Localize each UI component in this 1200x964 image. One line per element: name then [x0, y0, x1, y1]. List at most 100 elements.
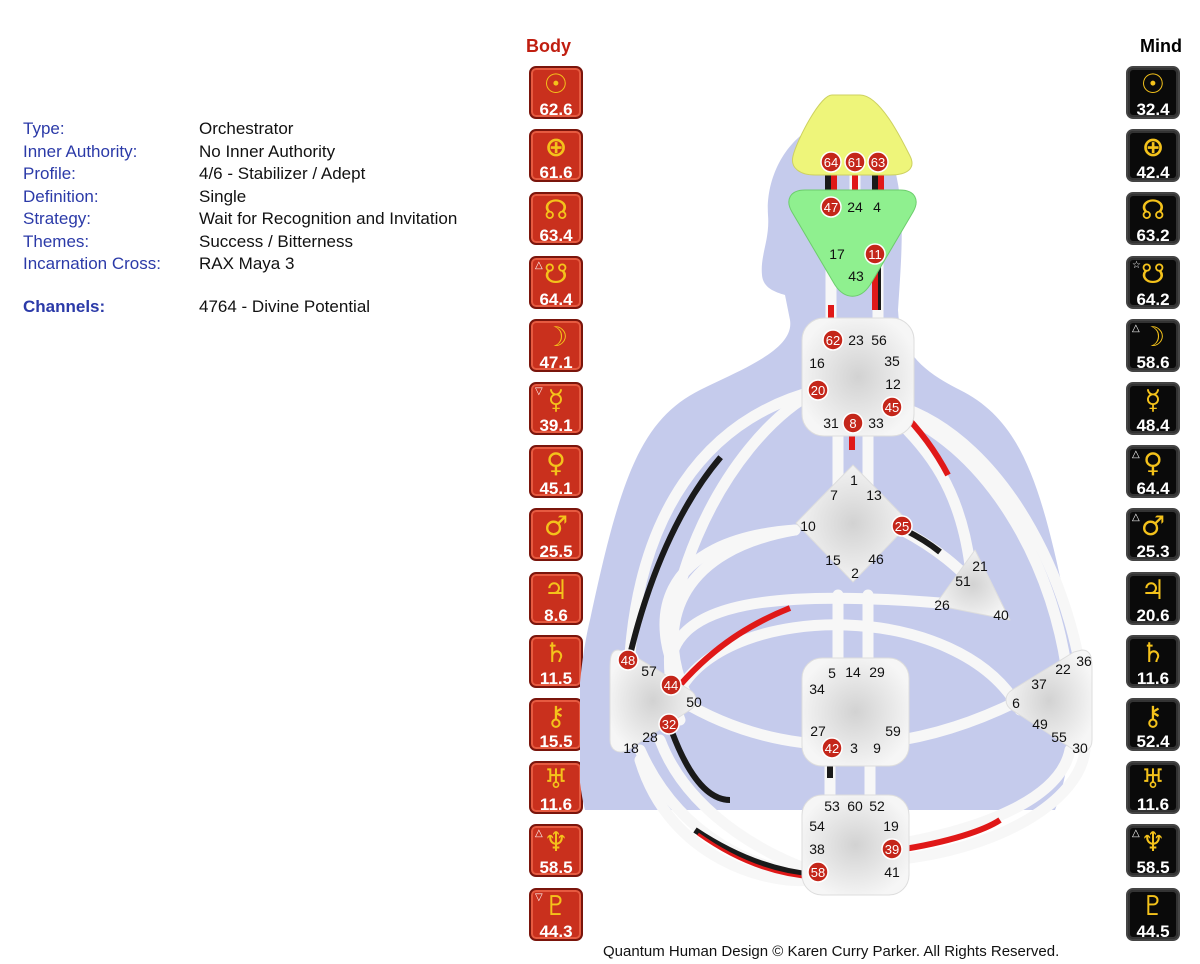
mars-icon: ♂: [543, 511, 569, 543]
south-node-icon: ☋: [1141, 258, 1165, 290]
gate-51: 51: [955, 573, 971, 589]
chiron-icon: ⚷: [546, 701, 566, 732]
body-planet-venus: ♀45.1: [529, 445, 583, 499]
gate-activation-circle: [820, 196, 842, 218]
planet-value: 64.4: [1136, 479, 1170, 499]
gate-48: 48: [617, 649, 639, 671]
gate-18: 18: [623, 740, 639, 756]
mind-planet-saturn: ♄11.6: [1126, 634, 1180, 688]
gate-52: 52: [869, 798, 885, 814]
gate-number: 56: [871, 332, 887, 348]
gate-1: 1: [850, 472, 858, 488]
inner-authority-label: Inner Authority:: [23, 141, 138, 161]
planet-value: 20.6: [1136, 605, 1170, 625]
gate-26: 26: [934, 597, 950, 613]
body-planet-north-node: ☊63.4: [529, 192, 583, 246]
saturn-icon: ♄: [543, 637, 569, 669]
gate-39: 39: [881, 838, 903, 860]
mind-planet-sun: ☉32.4: [1126, 66, 1180, 119]
exaltation-mark: ▽: [535, 386, 543, 397]
gate-number: 31: [823, 415, 839, 431]
heart-center: [934, 549, 1011, 621]
gate-63: 63: [867, 151, 889, 173]
pluto-icon: ♇: [1140, 890, 1166, 922]
mind-planet-mercury: ☿48.4: [1126, 382, 1180, 435]
gate-activation-circle: [867, 151, 889, 173]
gate-49: 49: [1032, 716, 1048, 732]
gate-number: 34: [809, 681, 825, 697]
gate-3: 3: [850, 740, 858, 756]
gate-47: 47: [820, 196, 842, 218]
gate-number: 28: [642, 729, 658, 745]
g-center: [795, 464, 911, 583]
planet-value: 11.5: [539, 668, 573, 688]
north-node-icon: ☊: [544, 195, 568, 227]
gate-activation-circle: [881, 396, 903, 418]
gate-number: 19: [883, 818, 899, 834]
gate-13: 13: [866, 487, 882, 503]
inner-authority-value: No Inner Authority: [199, 141, 336, 161]
gate-number: 12: [885, 376, 901, 392]
pluto-icon: ♇: [543, 890, 569, 922]
gate-8: 8: [842, 412, 864, 434]
gate-number: 38: [809, 841, 825, 857]
planet-value: 63.4: [539, 226, 573, 246]
gate-number: 36: [1076, 653, 1092, 669]
copyright-footer: Quantum Human Design © Karen Curry Parke…: [603, 943, 1060, 960]
mind-planet-venus: ♀64.4△: [1126, 445, 1180, 499]
gate-number: 1: [850, 472, 858, 488]
gate-number: 5: [828, 665, 836, 681]
gate-activation-circle: [617, 649, 639, 671]
venus-icon: ♀: [1143, 448, 1163, 480]
mind-planet-earth: ⊕42.4: [1126, 129, 1180, 183]
incarnation-cross-label: Incarnation Cross:: [23, 254, 161, 273]
gate-41: 41: [884, 864, 900, 880]
mind-planet-south-node: ☋64.2☆: [1126, 255, 1180, 309]
mercury-icon: ☿: [547, 385, 565, 416]
exaltation-mark: ▽: [535, 891, 543, 903]
gate-activation-circle: [822, 329, 844, 351]
gate-number: 50: [686, 694, 702, 710]
body-column-title: Body: [526, 36, 571, 56]
gate-number: 49: [1032, 716, 1048, 732]
gate-number: 30: [1072, 740, 1088, 756]
gate-activation-circle: [844, 151, 866, 173]
gate-number: 35: [884, 353, 900, 369]
gate-50: 50: [686, 694, 702, 710]
planet-value: 58.5: [539, 858, 573, 878]
gate-activation-circle: [891, 515, 913, 537]
planet-value: 62.6: [539, 100, 573, 119]
definition-value: Single: [199, 186, 247, 206]
definition-label: Definition:: [23, 186, 99, 206]
gate-10: 10: [800, 518, 816, 534]
gate-number: 52: [869, 798, 885, 814]
gate-number: 25: [895, 519, 909, 534]
gate-number: 21: [972, 558, 988, 574]
type-label: Type:: [23, 119, 65, 138]
gate-number: 14: [845, 664, 861, 680]
gate-number: 42: [825, 741, 839, 756]
planet-value: 25.5: [539, 542, 573, 562]
mind-planet-mars: ♂25.3△: [1126, 508, 1180, 562]
gate-32: 32: [658, 713, 680, 735]
channels-value: 4764 - Divine Potential: [199, 296, 371, 316]
gate-activation-circle: [881, 838, 903, 860]
neptune-icon: ♆: [1140, 827, 1166, 859]
gate-number: 24: [847, 199, 863, 215]
gate-45: 45: [881, 396, 903, 418]
gate-30: 30: [1072, 740, 1088, 756]
gate-number: 46: [868, 551, 884, 567]
mercury-icon: ☿: [1144, 385, 1162, 416]
gate-number: 9: [873, 740, 881, 756]
gate-number: 4: [873, 199, 881, 215]
gate-64: 64: [820, 151, 842, 173]
gate-24: 24: [847, 199, 863, 215]
gate-number: 64: [824, 155, 838, 170]
gate-59: 59: [885, 723, 901, 739]
planet-value: 8.6: [544, 605, 568, 625]
spleen-center: [609, 649, 697, 753]
exaltation-mark: △: [1132, 512, 1140, 524]
gate-activation-circle: [864, 243, 886, 265]
body-planet-chiron: ⚷15.5: [529, 698, 583, 751]
gate-number: 62: [826, 333, 840, 348]
